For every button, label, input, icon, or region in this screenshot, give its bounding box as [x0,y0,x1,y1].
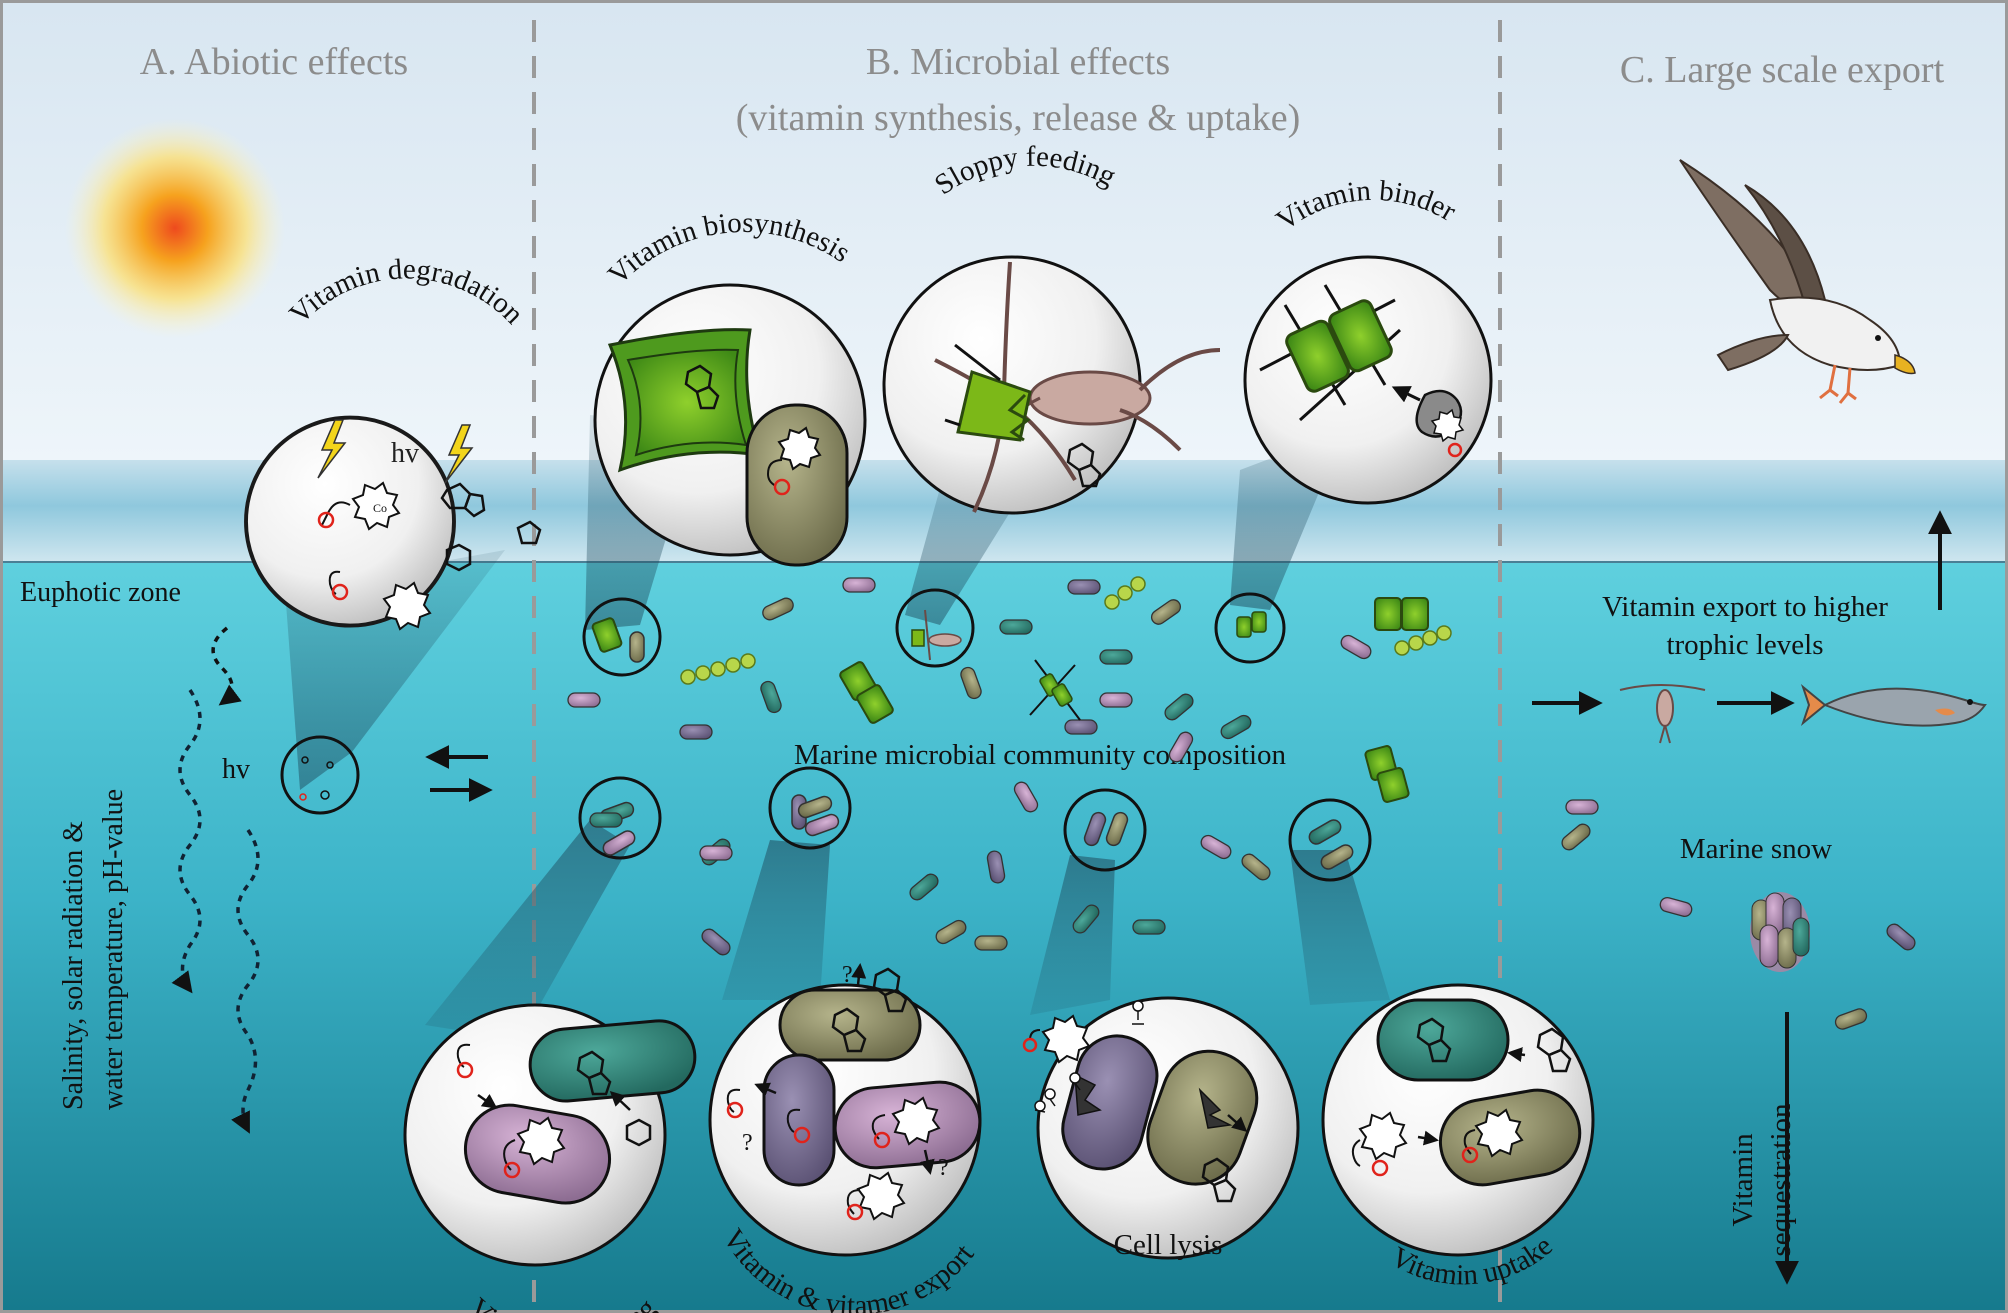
green-algae-cell [607,328,763,473]
diatom-pair-icon [839,597,1429,803]
euphotic-zone-label: Euphotic zone [20,577,181,608]
uptake-cone [1290,850,1390,1005]
lightning-icon [444,424,474,484]
green-chain-icon [680,576,1452,685]
cobalamin-molecule-icon [856,1171,906,1221]
hv-bubble-small [280,735,360,815]
export-cone [722,840,830,1000]
mini-bubble-sloppy [895,588,975,668]
trophic-label-line1: Vitamin export to higher [1602,591,1888,623]
lysed-olive-cell [1146,1049,1259,1186]
degradation-circle [244,415,456,628]
mini-bubble-biosynthesis [582,597,662,677]
mini-bubble-uptake [1288,798,1372,882]
sequestration-label-line1: Vitamin [1727,1133,1759,1227]
co-label: Co [373,501,387,515]
cobalamin-molecule-icon [1358,1111,1408,1161]
cell-lysis-label: Cell lysis [1114,1229,1223,1261]
hv-label: hv [391,438,419,469]
question-mark-label: ? [742,1130,753,1156]
ring-molecule-icon [516,520,542,545]
panel-b-subtitle: (vitamin synthesis, release & uptake) [736,97,1301,139]
mini-bubble-lysis [1063,788,1147,872]
wavy-dotted-arrow-icon [231,829,260,1134]
panel-b-title: B. Microbial effects [866,41,1170,83]
vitamin-binder-bubble [1243,255,1493,505]
marine-snow-label: Marine snow [1680,833,1832,865]
fish-icon [1800,684,1987,727]
binder-protein-icon [1415,389,1465,458]
cobalamin-molecule-icon [382,581,432,631]
trophic-label-line2: trophic levels [1666,629,1823,661]
factors-label-line1: Salinity, solar radiation & [58,821,89,1110]
panel-a-title: A. Abiotic effects [140,41,408,83]
mini-bubble-salvaging [578,776,662,860]
factors-label-line2: water temperature, pH-value [98,789,129,1110]
lightning-icon [317,419,347,479]
panel-c-title: C. Large scale export [1620,49,1945,91]
teal-bacterium-cell [528,1019,697,1103]
question-mark-label: ? [938,1155,949,1181]
vitamin-fragment-icon [328,570,349,601]
salvaging-cone [425,820,630,1040]
dmb-molecule-icon [440,482,486,518]
hv-small-label: hv [222,754,250,785]
teal-bacterium-cell [1376,998,1510,1082]
sequestration-label-line2: sequestration [1765,1103,1797,1257]
phage-icon [1034,1000,1144,1113]
slate-bacterium-cell [762,1053,836,1187]
small-diatom-crossed-icon [1029,659,1081,721]
diatom-chain-icon [1259,284,1402,422]
question-mark-label: ? [842,962,853,988]
broken-diatom-icon [944,343,1032,442]
dotted-arrow-icon [211,626,242,706]
c-panel-bacteria [1561,799,1916,1030]
hexagon-molecule-icon [445,543,472,572]
olive-bacterium-cell [745,403,849,567]
lysis-cone [1030,855,1115,1015]
community-composition-label: Marine microbial community composition [794,739,1287,771]
marine-snow-aggregate-icon [1750,892,1810,972]
molecule-icon [1077,463,1102,488]
bacteria-scatter [567,577,1372,956]
cobalamin-molecule-icon [1041,1014,1091,1064]
mini-bubble-export [768,766,852,850]
seagull-icon [1679,159,1916,404]
cobalamin-molecule-icon: Co [317,481,401,531]
binder-arrow-icon [1391,386,1421,403]
sun-icon [65,118,285,338]
copepod-small-icon [1619,684,1706,744]
olive-bacterium-cell [778,988,922,1062]
lysed-slate-cell [1061,1034,1159,1171]
wavy-dotted-arrow-icon [171,689,202,994]
mini-bubble-binder [1214,592,1286,664]
